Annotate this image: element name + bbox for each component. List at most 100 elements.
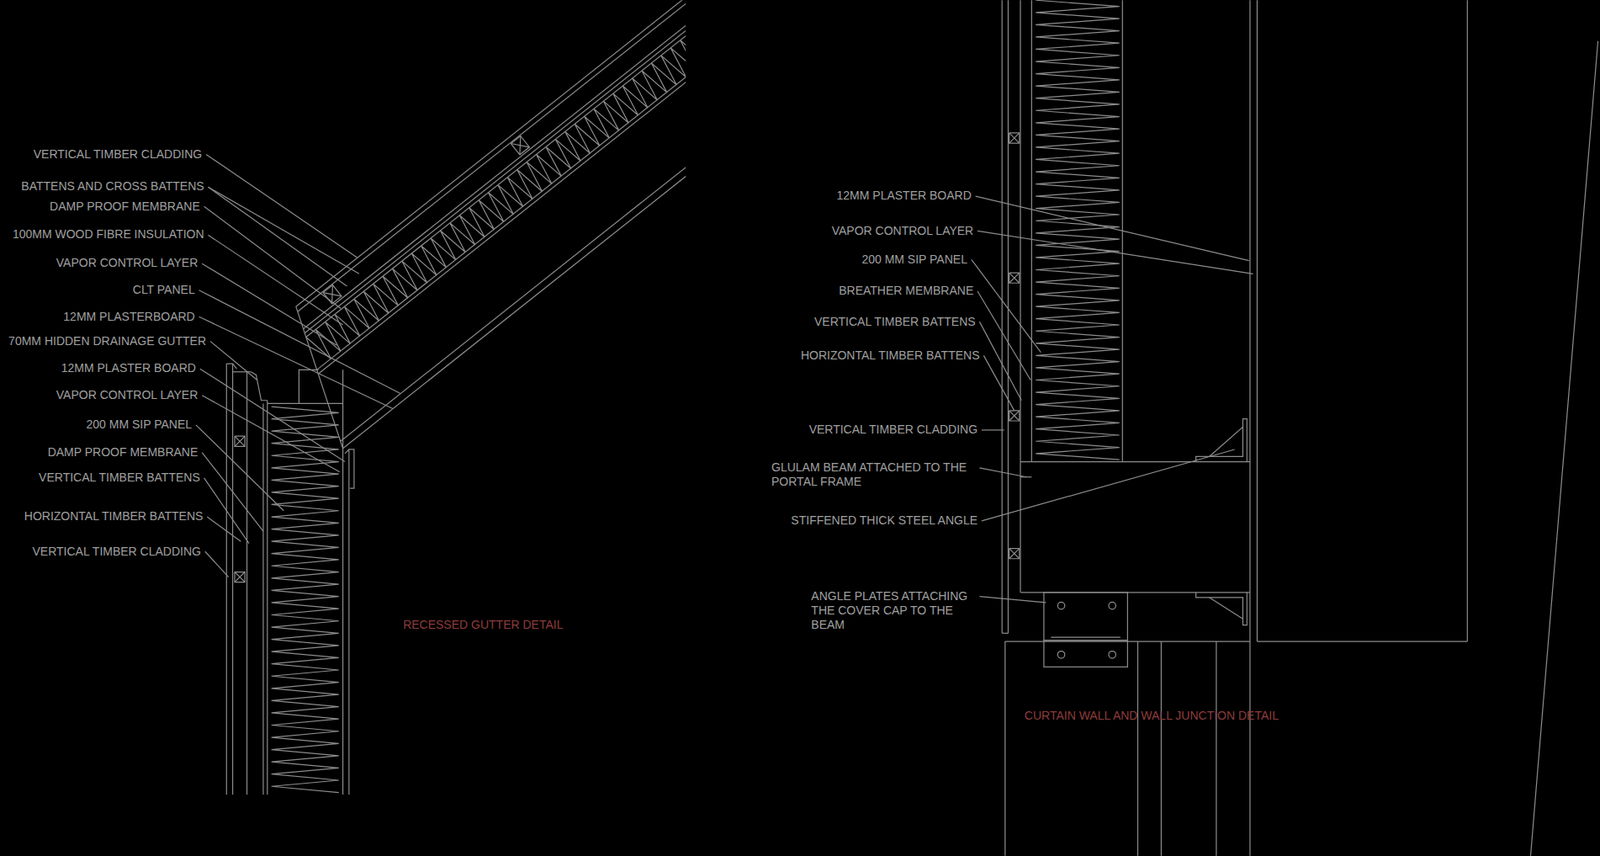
- leader-line: [981, 449, 1235, 521]
- callout-label: VAPOR CONTROL LAYER: [831, 223, 975, 239]
- batten-section: [1009, 272, 1020, 283]
- steel-angle: [1196, 592, 1248, 626]
- cover-cap: [1005, 640, 1251, 642]
- bolt: [1057, 651, 1065, 658]
- leader-line: [201, 395, 340, 472]
- callout-label: BREATHER MEMBRANE: [838, 283, 974, 298]
- leader-line: [204, 206, 342, 308]
- mullion-line: [1256, 0, 1258, 642]
- mullion-line: [1256, 640, 1468, 642]
- callout-label: VERTICAL TIMBER CLADDING: [809, 422, 978, 437]
- angle-plate: [1043, 640, 1128, 668]
- curtain-wall-section: [1001, 0, 1598, 856]
- steel-angle: [1196, 418, 1248, 462]
- batten-section: [1009, 410, 1020, 421]
- leader-line: [207, 186, 360, 274]
- leader-line: [975, 196, 1250, 260]
- leader-line: [206, 153, 358, 258]
- callout-label: 12MM PLASTERBOARD: [63, 309, 195, 324]
- batten-section: [1009, 132, 1020, 144]
- frame-line: [1249, 641, 1251, 856]
- batten-section: [1009, 548, 1020, 559]
- batten-section: [1009, 272, 1020, 283]
- leader-line: [977, 230, 1254, 274]
- callout-label: 70MM HIDDEN DRAINAGE GUTTER: [8, 333, 207, 349]
- leader-line: [977, 291, 1031, 381]
- leader-line: [979, 467, 1027, 477]
- batten-section: [234, 435, 245, 446]
- cladding-line: [1001, 0, 1003, 633]
- callout-label: VAPOR CONTROL LAYER: [56, 387, 199, 403]
- callout-label: 12MM PLASTER BOARD: [61, 360, 197, 376]
- callout-label: 200 MM SIP PANEL: [861, 252, 968, 267]
- bolt: [1108, 651, 1116, 658]
- roof-insulation-line: [306, 21, 686, 337]
- roof-batten-line: [303, 10, 687, 329]
- leader-line: [210, 340, 258, 380]
- roof-cladding: [296, 0, 686, 307]
- callout-label: STIFFENED THICK STEEL ANGLE: [790, 513, 978, 528]
- batten-line: [246, 371, 248, 795]
- callout-label: VERTICAL TIMBER CLADDING: [32, 544, 202, 559]
- leader-line: [199, 290, 401, 394]
- leader-line: [207, 186, 347, 287]
- callout-label: HORIZONTAL TIMBER BATTENS: [24, 508, 204, 524]
- membrane-line: [262, 402, 264, 795]
- callout-label: VERTICAL TIMBER BATTENS: [814, 314, 976, 329]
- batten-section: [234, 435, 245, 446]
- wall-section: [226, 363, 355, 795]
- batten-section: [234, 572, 245, 583]
- insulation-zigzag: [1035, 0, 1119, 460]
- bolt: [1057, 601, 1065, 609]
- callout-label: CLT PANEL: [132, 282, 196, 297]
- batten-section: [1009, 548, 1020, 559]
- batten-section: [234, 435, 245, 446]
- mullion-line: [1249, 0, 1251, 642]
- leader-line: [205, 550, 229, 577]
- plasterboard-line: [348, 449, 350, 795]
- batten-section: [510, 135, 530, 154]
- batten-section: [1009, 410, 1020, 421]
- batten-section: [1009, 272, 1020, 283]
- callout-label: GLULAM BEAM ATTACHED TO THE PORTAL FRAME: [771, 460, 978, 489]
- detail-title: RECESSED GUTTER DETAIL: [402, 617, 563, 632]
- sip-outer: [266, 400, 268, 795]
- frame-line: [1160, 641, 1162, 856]
- callout-label: ANGLE PLATES ATTACHING THE COVER CAP TO …: [810, 588, 984, 632]
- insulation-zigzag: [271, 406, 340, 793]
- roof-plasterboard: [343, 161, 687, 449]
- batten-line: [1019, 0, 1021, 593]
- membrane-line: [1031, 0, 1033, 461]
- detail-title: CURTAIN WALL AND WALL JUNCTION DETAIL: [1024, 708, 1279, 723]
- callout-label: DAMP PROOF MEMBRANE: [49, 199, 201, 214]
- frame-line: [1215, 641, 1217, 856]
- batten-section: [1009, 132, 1020, 144]
- leader-line: [981, 429, 1005, 430]
- leader-line: [979, 321, 1022, 400]
- batten-section: [1009, 410, 1020, 421]
- cladding-cap: [226, 363, 237, 369]
- mullion-line: [1467, 0, 1468, 642]
- leader-line: [200, 368, 345, 461]
- leader-line: [206, 516, 241, 541]
- callout-label: VERTICAL TIMBER CLADDING: [33, 147, 202, 162]
- angle-plate: [1043, 592, 1128, 641]
- callout-label: VERTICAL TIMBER BATTENS: [38, 470, 201, 485]
- batten-section: [323, 285, 342, 304]
- callout-label: BATTENS AND CROSS BATTENS: [21, 179, 204, 194]
- frame-line: [1004, 641, 1006, 856]
- batten-section: [1009, 548, 1020, 559]
- bolt: [1108, 601, 1116, 609]
- roof-section: [296, 0, 686, 449]
- roof-membrane: [304, 15, 686, 333]
- leader-lines: [196, 153, 1254, 603]
- callout-label: 12MM PLASTER BOARD: [837, 188, 972, 203]
- sip-top: [267, 402, 344, 404]
- leader-line: [199, 316, 393, 408]
- illustration: [226, 0, 1598, 856]
- cladding-line: [1007, 0, 1009, 633]
- cladding-line: [226, 363, 228, 795]
- gutter-outlet: [344, 449, 355, 488]
